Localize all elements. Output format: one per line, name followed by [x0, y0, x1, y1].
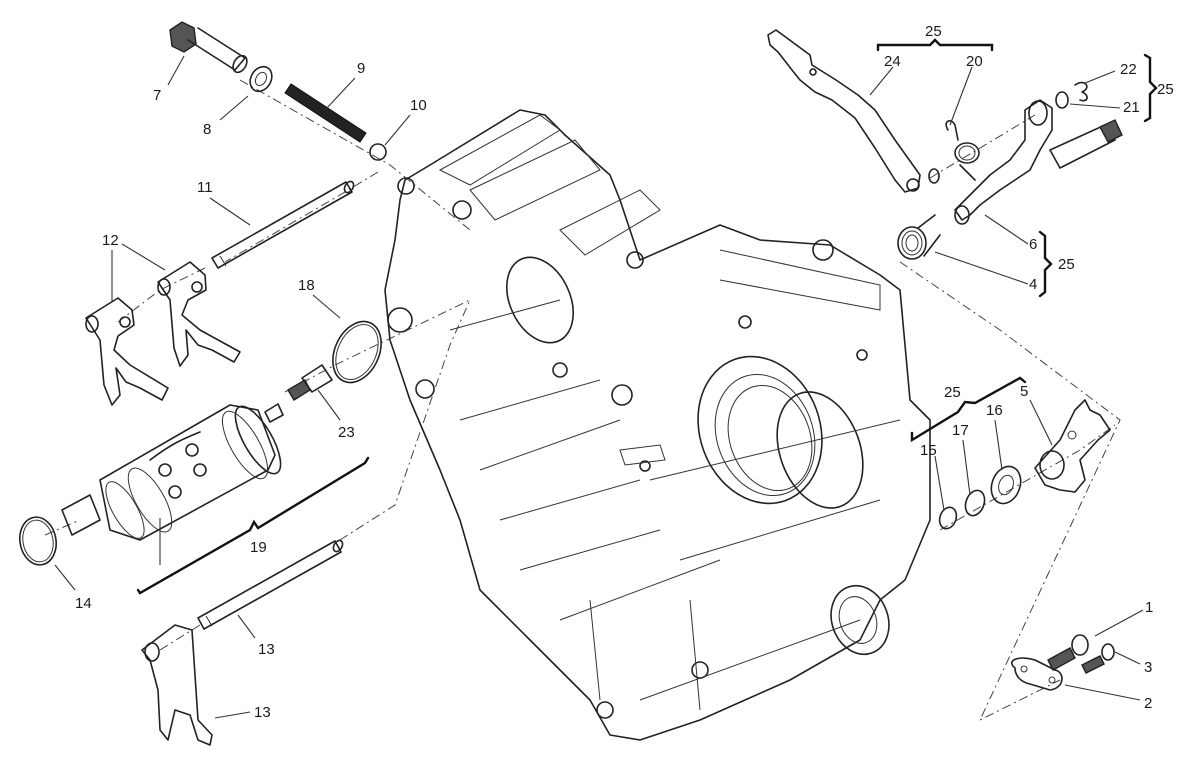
callout-22: 22 — [1120, 61, 1137, 78]
part-15-circlip — [938, 506, 958, 530]
part-17-washer — [964, 489, 986, 517]
callout-10: 10 — [410, 97, 427, 114]
callout-18: 19 — [250, 539, 267, 556]
axis-line-fork12 — [159, 624, 201, 651]
part-7-pin-bolt — [169, 21, 248, 74]
group-bracket-25-lower-right — [910, 376, 1027, 443]
callout-13-lower: 13 — [258, 641, 275, 658]
callout-25-top: 25 — [925, 23, 942, 40]
part-16-oil-seal — [990, 465, 1022, 505]
group-bracket-25-mid-right — [1038, 230, 1053, 298]
callout-2: 2 — [1144, 695, 1152, 712]
part-2-plate — [1010, 657, 1063, 691]
part-12-selector-fork — [141, 624, 213, 746]
callout-labels: 7 8 9 10 11 12 18 23 19 14 13 13 25 24 2… — [75, 23, 1174, 721]
callout-11: 12 — [102, 232, 119, 249]
callout-25-mid-right: 25 — [1058, 256, 1075, 273]
axis-line-rod-upper — [224, 171, 379, 263]
callout-3: 3 — [1144, 659, 1152, 676]
part-8-washer — [249, 65, 273, 93]
callout-17: 17 — [952, 422, 969, 439]
callout-5: 5 — [1020, 383, 1028, 400]
part-18-selector-drum — [61, 403, 284, 541]
part-4-torsion-spring — [897, 214, 941, 260]
assembly-axis-lines — [44, 79, 1121, 722]
part-3-screw — [1081, 643, 1115, 674]
part-10-ball — [369, 143, 387, 161]
callout-7: 7 — [153, 87, 161, 104]
part-1-screw — [1047, 634, 1089, 671]
axis-line-detent — [239, 79, 471, 231]
part-11-selector-forks — [85, 261, 241, 406]
group-bracket-25-upper-right — [1143, 53, 1158, 123]
leader-lines — [54, 55, 1144, 719]
part-13-rod-lower — [197, 539, 344, 630]
callout-23: 23 — [338, 424, 355, 441]
group-bracket-18 — [136, 456, 370, 595]
axis-line-rod-lower — [339, 299, 471, 541]
callout-4: 4 — [1029, 276, 1037, 293]
callout-14: 14 — [75, 595, 92, 612]
part-13-rod-upper — [211, 180, 355, 269]
callout-13-upper: 11 — [197, 179, 213, 196]
callout-8: 8 — [203, 121, 211, 138]
callout-15: 15 — [920, 442, 937, 459]
axis-line-drum — [284, 299, 471, 393]
callout-20: 20 — [966, 53, 983, 70]
callout-25-upper-right: 25 — [1157, 81, 1174, 98]
axis-line-arm — [929, 114, 1036, 179]
callout-19: 18 — [298, 277, 315, 294]
part-19-o-ring — [332, 320, 382, 384]
part-9-spring — [284, 83, 367, 143]
part-5-selector-plate — [1034, 399, 1111, 493]
callout-24: 24 — [884, 53, 901, 70]
group-bracket-25-top — [876, 38, 994, 52]
callout-12: 13 — [254, 704, 271, 721]
callout-9: 9 — [357, 60, 365, 77]
axis-line-seal — [939, 424, 1116, 531]
part-23-screw — [287, 364, 333, 401]
part-22-circlip — [1074, 81, 1088, 102]
part-24-ratchet-lever — [767, 29, 940, 193]
part-21-washer — [1055, 91, 1069, 109]
part-20-spring — [945, 120, 980, 181]
callout-16: 16 — [986, 402, 1003, 419]
callout-21: 21 — [1123, 99, 1140, 116]
part-6-gearshift-shaft — [954, 99, 1123, 225]
callout-6: 6 — [1029, 236, 1037, 253]
crankcase-half — [384, 109, 931, 741]
part-19-o-ring-inner — [335, 324, 379, 380]
part-14-circlip — [18, 516, 58, 566]
axis-line-right — [899, 261, 1121, 722]
callout-1: 1 — [1145, 599, 1153, 616]
callout-25-lower-right: 25 — [944, 384, 961, 401]
